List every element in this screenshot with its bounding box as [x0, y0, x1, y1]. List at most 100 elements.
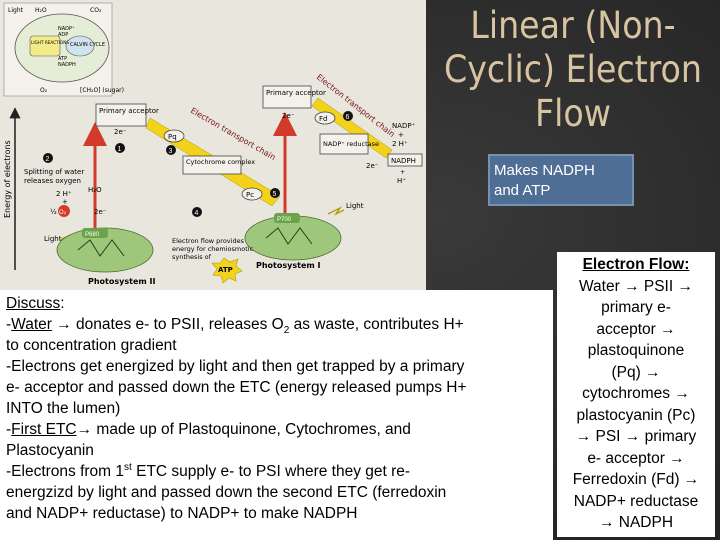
fd-label: Fd [319, 115, 327, 123]
nadph-out-label: NADPH [391, 157, 416, 165]
nadp-reductase-label: NADP⁺ reductase [323, 140, 379, 148]
flow-line-8: → PSI → primary [575, 428, 697, 445]
nadph-atp-callout: Makes NADPH and ATP [488, 154, 634, 206]
nadp-2h-label: 2 H⁺ [392, 140, 408, 148]
discuss-line-8: -Electrons from 1st ETC supply e- to PSI… [6, 461, 547, 482]
nadp-in-label: NADP⁺ [392, 122, 416, 130]
inset-nadph-label: NADPH [58, 62, 76, 68]
flow-line-7: plastocyanin (Pc) [576, 406, 696, 424]
flow-line-4: plastoquinone [587, 342, 685, 359]
nadp-plus: + [398, 131, 404, 139]
discuss-water-line: -Water → donates e- to PSII, releases O2… [6, 314, 547, 336]
energy-axis: Energy of electrons [3, 107, 21, 270]
step-6-label: 6 [346, 114, 350, 121]
pq-label: Pq [168, 133, 177, 141]
inset-calvin-cycle-label: CALVIN CYCLE [70, 42, 105, 48]
discuss-etc-prefix: - [6, 421, 12, 438]
light-left-label: Light [44, 235, 62, 243]
cytochrome-label: Cytochrome complex [186, 158, 255, 166]
inset-nadp-label: NADP⁺ [58, 26, 75, 32]
splitting-text-2: releases oxygen [24, 177, 81, 185]
nadph-plus: + [400, 169, 405, 176]
linear-electron-flow-figure: Light H₂O CO₂ NADP⁺ ADP LIGHT REACTIONS … [3, 2, 423, 286]
discuss-etc-word: First ETC [11, 421, 77, 438]
discuss-line-2: to concentration gradient [6, 337, 177, 354]
electron-flow-textbox: Electron Flow: Water → PSII → primary e-… [557, 252, 715, 537]
discuss-line-8-a: -Electrons from 1 [6, 463, 125, 480]
step-1-label: 1 [118, 146, 122, 153]
step-3-label: 3 [169, 148, 173, 155]
discuss-water-word: Water [11, 316, 52, 333]
ps2-label: Photosystem II [88, 277, 155, 286]
etc-right-arrow [311, 97, 393, 159]
inset-light-reactions-box [29, 35, 61, 57]
discuss-line-4: e- acceptor and passed down the ETC (ene… [6, 379, 467, 396]
slide-title-line-1: Linear (Non- [470, 4, 676, 47]
inset-adp-label: ADP [58, 32, 68, 38]
discuss-line-5: INTO the lumen) [6, 400, 121, 417]
discussion-textbox: Discuss: -Water → donates e- to PSII, re… [0, 290, 553, 540]
inset-light-reactions-label: LIGHT REACTIONS [31, 40, 69, 45]
oxygen-label: O₂ [59, 209, 67, 216]
step-5-label: 5 [273, 191, 277, 198]
inset-calvin-cycle-box [65, 35, 95, 57]
electron-flow-heading: Electron Flow: [582, 256, 690, 273]
flow-line-11: NADP+ reductase [573, 492, 699, 510]
p680-label: P680 [85, 232, 100, 238]
electron-label-b: 2e⁻ [282, 112, 295, 120]
atp-starburst [211, 257, 243, 284]
discuss-line-8-b: ETC supply e- to PSI where they get re- [131, 463, 411, 480]
flow-text-2: energy for chemiosmotic [172, 245, 254, 253]
pq-carrier [163, 129, 185, 143]
water-2h-label: 2 H⁺ [56, 190, 72, 198]
callout-line-1: Makes NADPH [494, 162, 595, 179]
half-label: ½ [50, 208, 57, 216]
primary-acceptor-right [262, 85, 312, 109]
atp-badge-label: ATP [218, 266, 233, 274]
slide-title: Linear (Non- Cyclic) Electron Flow [432, 4, 714, 136]
fd-carrier [314, 111, 336, 125]
photosynthesis-diagram: Light H₂O CO₂ NADP⁺ ADP LIGHT REACTIONS … [0, 0, 426, 290]
electron-label-a: 2e⁻ [114, 128, 127, 136]
step-markers: 1 2 3 4 5 6 [43, 111, 353, 217]
discuss-heading-colon: : [60, 295, 65, 312]
flow-line-3: acceptor → [596, 320, 676, 338]
flow-line-12: → NADPH [598, 514, 674, 531]
oxygen-bubble [58, 205, 70, 217]
nadph-box [387, 153, 423, 167]
discuss-water-rest-a: → donates e- to PSII, releases O [51, 316, 284, 333]
electron-label-c: 2e⁻ [94, 208, 107, 216]
flow-text-1: Electron flow provides [172, 237, 245, 245]
p700-label: P700 [277, 217, 292, 223]
discuss-line-3: -Electrons get energized by light and th… [6, 358, 465, 375]
pc-carrier [241, 187, 263, 201]
discuss-water-rest-b: as waste, contributes H+ [289, 316, 464, 333]
inset-h2o-label: H₂O [35, 7, 47, 14]
flow-line-6: cytochromes → [582, 385, 690, 402]
slide-title-line-3: Flow [535, 92, 611, 135]
primary-acceptor-left-label: Primary acceptor [99, 107, 159, 115]
light-right-label: Light [346, 202, 364, 210]
discuss-line-10: and NADP+ reductase) to NADP+ to make NA… [6, 505, 358, 522]
h-plus-label: H⁺ [397, 177, 406, 185]
discuss-heading-line: Discuss: [6, 293, 547, 314]
flow-text-3: synthesis of [172, 253, 212, 261]
discuss-heading: Discuss [6, 295, 61, 312]
water-h2o-label: H₂O [88, 186, 102, 194]
light-right-bolt [327, 206, 345, 216]
cytochrome-complex [182, 155, 242, 175]
discuss-water-prefix: - [6, 316, 12, 333]
flow-line-5: (Pq) → [611, 363, 661, 381]
callout-line-2: and ATP [494, 182, 551, 199]
discuss-line-9: energzizd by light and passed down the s… [6, 484, 447, 501]
step-4-label: 4 [195, 210, 199, 217]
discuss-etc-line: -First ETC→ made up of Plastoquinone, Cy… [6, 419, 547, 440]
nadp-reductase-box [319, 133, 369, 155]
overview-inset: Light H₂O CO₂ NADP⁺ ADP LIGHT REACTIONS … [3, 2, 124, 97]
inset-co2-label: CO₂ [90, 7, 102, 14]
discuss-line-7: Plastocyanin [6, 442, 94, 459]
energy-axis-label: Energy of electrons [3, 140, 12, 218]
primary-acceptor-right-label: Primary acceptor [266, 89, 326, 97]
discuss-etc-rest: → made up of Plastoquinone, Cytochromes,… [76, 421, 411, 438]
photosystem-1-cluster: P700 [244, 213, 342, 261]
